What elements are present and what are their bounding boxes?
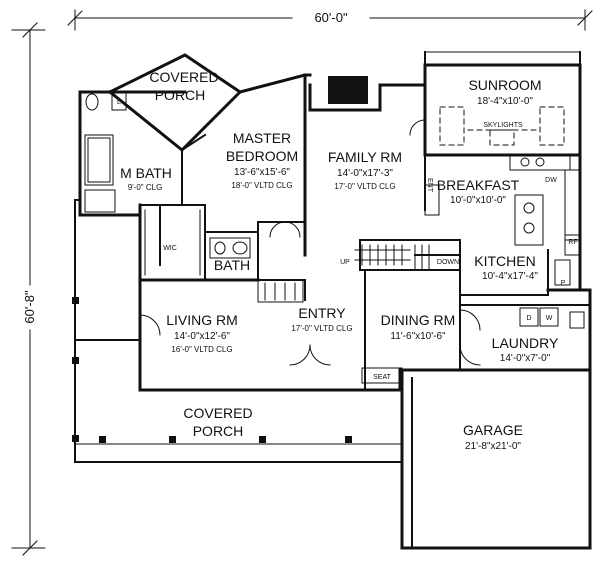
master-bedroom-ceiling: 18'-0" VLTD CLG (231, 181, 292, 190)
bath-label: BATH (214, 257, 250, 273)
front-porch (72, 199, 403, 463)
fireplace-living (257, 279, 304, 303)
ent-label: ENT (426, 178, 433, 193)
garage-label: GARAGE (463, 422, 523, 438)
breakfast-label: BREAKFAST (437, 177, 520, 193)
stairs-up-label: UP (340, 259, 350, 266)
living-rm-ceiling: 16'-0" VLTD CLG (171, 345, 232, 354)
laundry-label: LAUNDRY (492, 335, 559, 351)
covered-porch-top-line1: COVERED (149, 69, 218, 85)
overall-depth-label: 60'-8" (22, 290, 37, 324)
breakfast-dims: 10'-0"x10'-0" (450, 195, 506, 206)
covered-porch-front-line2: PORCH (193, 423, 244, 439)
covered-porch-top-line2: PORCH (155, 87, 206, 103)
master-bedroom-dims: 13'-6"x15'-6" (234, 167, 290, 178)
doors (139, 119, 481, 366)
pantry-label: P (561, 280, 566, 287)
covered-porch-front-line1: COVERED (183, 405, 252, 421)
stairs-down-label: DOWN (437, 259, 459, 266)
dw-label: DW (545, 177, 557, 184)
master-bedroom-line2: BEDROOM (226, 148, 298, 164)
sunroom-label: SUNROOM (468, 77, 541, 93)
garage-dims: 21'-8"x21'-0" (465, 441, 521, 452)
family-rm-ceiling: 17'-0" VLTD CLG (334, 182, 395, 191)
exterior-walls (78, 51, 592, 550)
stairs (354, 244, 430, 271)
entry-ceiling: 17'-0" VLTD CLG (291, 324, 352, 333)
overall-width-label: 60'-0" (314, 10, 348, 25)
entry-label: ENTRY (298, 305, 346, 321)
wic-label: WIC (163, 245, 177, 252)
dining-rm-label: DINING RM (381, 312, 456, 328)
dimension-lines (11, 9, 593, 556)
kitchen-fixtures (424, 154, 581, 286)
washer-label: W (546, 315, 553, 322)
rf-label: RF (568, 239, 577, 246)
skylights (439, 106, 565, 146)
master-bath-ceiling: 9'-0" CLG (128, 183, 163, 192)
family-rm-label: FAMILY RM (328, 149, 402, 165)
living-rm-dims: 14'-0"x12'-6" (174, 331, 230, 342)
seat-label: SEAT (373, 374, 391, 381)
sunroom-dims: 18'-4"x10'-0" (477, 96, 533, 107)
laundry-fixtures (361, 307, 585, 384)
family-rm-dims: 14'-0"x17'-3" (337, 168, 393, 179)
linen-label: L (117, 99, 121, 106)
master-bedroom-line1: MASTER (233, 130, 291, 146)
bath-fixtures (84, 91, 251, 276)
kitchen-dims: 10'-4"x17'-4" (482, 271, 538, 282)
sunroom-skylights: SKYLIGHTS (483, 122, 523, 129)
master-bath-label: M BATH (120, 165, 172, 181)
kitchen-label: KITCHEN (474, 253, 535, 269)
laundry-dims: 14'-0"x7'-0" (500, 353, 551, 364)
dining-rm-dims: 11'-6"x10'-6" (390, 331, 446, 342)
dryer-label: D (526, 315, 531, 322)
living-rm-label: LIVING RM (166, 312, 238, 328)
